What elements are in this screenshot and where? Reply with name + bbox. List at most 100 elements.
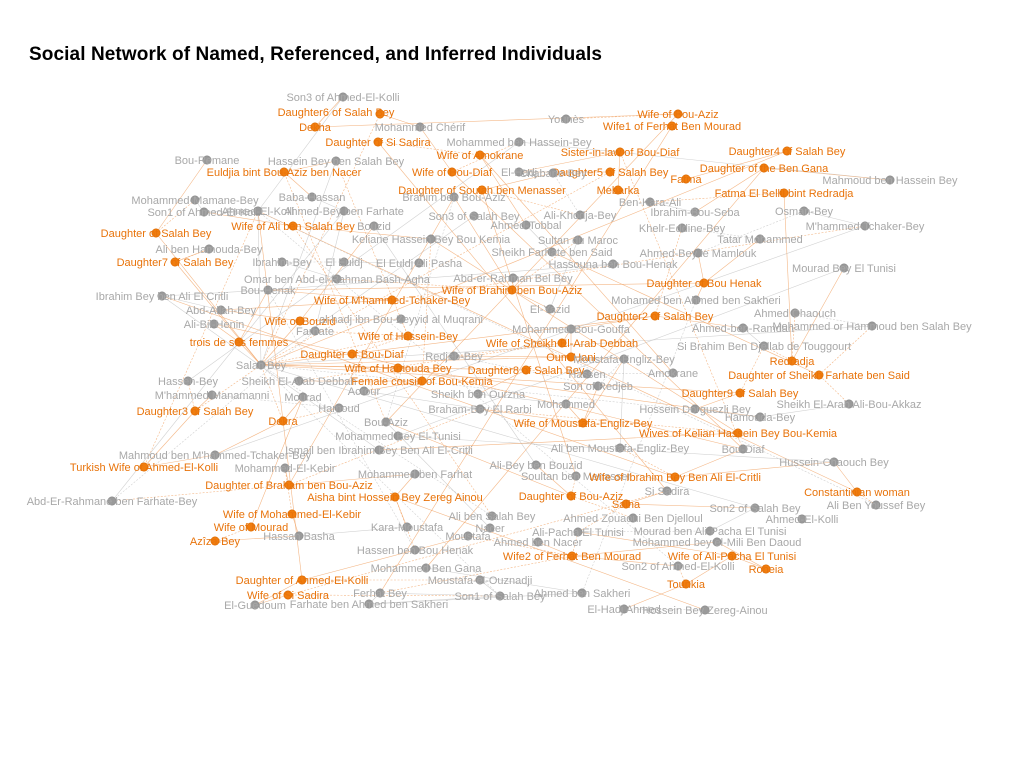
edge [694,392,741,410]
graph-node: Ismail ben Ibrahim Bey Ben Ali El-Critli [285,445,473,457]
node-dot [487,511,497,521]
graph-node: Ali-Pacha El Tunisi [532,527,624,539]
node-dot [279,167,289,177]
node-dot [557,338,567,348]
node-dot [403,331,413,341]
edge [213,323,240,343]
node-label: Hassouna ben Bou-Henak [548,259,678,271]
edge [397,367,423,382]
edge [565,113,679,120]
node-dot [673,561,683,571]
edge [453,355,572,358]
edge [282,396,304,422]
edge [649,201,696,213]
node-dot [577,588,587,598]
graph-node: Hassen-Bey [158,376,218,388]
edge [385,421,491,529]
graph-node: El-Hadj [501,167,537,179]
graph-node: Daughter9 of Salah Bey [682,388,799,400]
node-dot [690,404,700,414]
node-label: Omar ben Abd-el-Rahman Bash-Agha [244,274,431,286]
node-dot [332,274,342,284]
graph-node: Wife of Ibrahim Bey Ben Ali El-Critli [589,472,761,484]
edge [582,358,625,424]
edge [479,154,527,226]
edge [257,96,344,212]
node-label: El Euldj Ali Pasha [376,258,463,270]
node-dot [790,308,800,318]
edge [284,467,293,515]
node-label: al-hadj ibn Bou-Zeyyid al Muqrani [319,314,483,326]
graph-node: Daughter8 of Salah Bey [468,365,585,377]
graph-node: Female cousin of Bou-Kemia [351,376,493,388]
node-dot [615,443,625,453]
node-label: Azîza-Bey [190,536,241,548]
graph-node: Omar ben Abd-el-Rahman Bash-Agha [244,274,431,286]
edge [731,555,767,570]
edge [260,320,301,366]
node-label: Hossein Dorguezli Bey [639,404,751,416]
node-dot [381,417,391,427]
edge [419,126,453,173]
graph-node: Mahmoud ben Hassein Bey [822,175,958,187]
graph-node: Roheia [749,564,785,576]
edge [311,196,345,212]
node-dot [331,156,341,166]
edge [373,225,537,466]
node-label: Mohammed-Bou-Gouffa [512,324,631,336]
node-dot [727,551,737,561]
graph-node: Bou-Diaf [722,444,766,456]
node-dot [402,522,412,532]
graph-node: Ali Ben Youssef Bey [827,500,926,512]
node-dot [170,257,180,267]
edge [257,210,858,493]
node-label: Redjeb-Bey [425,351,483,363]
node-label: Fatma [670,174,702,186]
graph-node: Wife2 of Ferhat Ben Mourad [503,551,641,563]
edge [481,189,581,216]
node-dot [107,496,117,506]
node-label: Wife of Bouzid [265,316,336,328]
graph-node: Mohammed Chérif [375,122,466,134]
graph-node: Mourad Bey El Tunisi [792,263,896,275]
graph-node: Sultan du Maroc [538,235,619,247]
graph-node: Wife of Bouzid [265,316,336,328]
node-dot [216,305,226,315]
edge [833,461,858,493]
graph-node: Moustafa-Engliz-Bey [573,354,675,366]
graph-node: Ali ben Hamouda-Bey [155,244,263,256]
node-label: Ahmed-El-Kolli [766,514,839,526]
node-dot [426,234,436,244]
edge [397,367,761,418]
node-dot [871,500,881,510]
node-label: Mohammed Ben Gana [371,563,483,575]
graph-node: Daughter4 of Salah Bey [729,146,846,158]
edge [577,531,733,557]
edge [214,420,284,456]
node-dot [533,537,543,547]
node-label: Ismail ben Ibrahim Bey Ben Ali El-Critli [285,445,473,457]
edge [111,484,290,502]
node-label: El-Guedoum [224,600,286,612]
node-dot [250,600,260,610]
edge [214,535,300,542]
node-dot [280,463,290,473]
node-label: Bou-Henak [240,285,296,297]
node-dot [733,428,743,438]
node-label: Wife of Bou-Aziz [637,109,718,121]
edge [617,151,621,191]
node-label: Ali-Pacha El Tunisi [532,527,624,539]
node-dot [449,192,459,202]
node-label: Hassen [568,369,605,381]
edge [803,210,866,227]
node-dot [375,109,385,119]
node-dot [885,175,895,185]
graph-node: Bou-Henak [240,285,296,297]
node-label: Abd-Er-Rahmane ben Farhate-Bey [27,496,198,508]
node-label: Mohammed ben Farhat [358,469,472,481]
node-dot [691,295,701,305]
edge [625,503,756,509]
node-label: Abd-Allah-Bey [186,305,257,317]
node-label: Moustafa-Engliz-Bey [573,354,675,366]
